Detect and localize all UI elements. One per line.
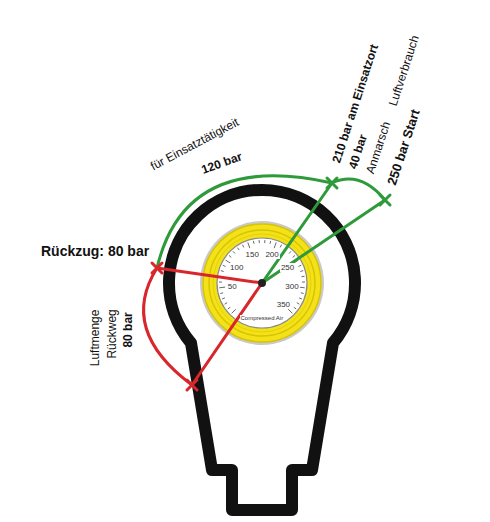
gauge-number: 200 xyxy=(264,250,279,259)
gauge-tick xyxy=(238,248,240,250)
arrival-line xyxy=(262,183,332,283)
gauge-tick xyxy=(219,282,222,283)
gauge-tick xyxy=(243,245,244,248)
gauge-tick xyxy=(225,303,228,305)
return-amount: 80 bar xyxy=(121,311,135,348)
gauge-number: 300 xyxy=(284,282,299,291)
gauge-tick xyxy=(280,245,281,248)
gauge-tick xyxy=(229,255,231,257)
gauge-tick xyxy=(297,303,300,305)
approach-arc xyxy=(332,179,385,200)
gauge-tick xyxy=(264,240,265,243)
gauge-tick xyxy=(299,298,302,299)
gauge-ticks xyxy=(219,240,305,313)
gauge-number: 100 xyxy=(229,263,244,272)
gauge-tick xyxy=(274,242,276,248)
consumption-note: Luftverbrauch xyxy=(386,33,422,109)
gauge-brand: Compressed Air xyxy=(240,315,285,322)
gauge-tick xyxy=(289,251,291,253)
gauge-tick xyxy=(270,241,272,244)
gauge-tick xyxy=(232,309,236,313)
gauge-face xyxy=(217,238,307,328)
start-marker xyxy=(380,195,390,205)
gauge-tick xyxy=(288,309,292,313)
gauge-tick xyxy=(248,242,250,248)
reserve-line xyxy=(192,283,262,385)
gauge-tick xyxy=(220,292,223,294)
gauge-tick xyxy=(294,307,296,309)
arrival-marker xyxy=(327,178,337,188)
gauge-tick xyxy=(302,276,305,277)
retreat-marker xyxy=(152,263,162,273)
gauge-tick xyxy=(302,282,305,283)
gauge-tick xyxy=(221,270,224,272)
gauge-number: 150 xyxy=(245,250,260,259)
gauge-bezel xyxy=(200,221,324,345)
gauge-number: 50 xyxy=(227,282,238,291)
reserve-marker xyxy=(187,380,197,390)
start-pressure: 250 bar Start xyxy=(385,107,424,188)
gauge-tick xyxy=(300,270,303,272)
gauge-tick xyxy=(253,241,255,244)
gauge-tick xyxy=(219,287,225,289)
gauge-tick xyxy=(222,298,225,299)
return-note: Luftmenge xyxy=(89,309,103,368)
gauge-tick xyxy=(299,287,305,289)
gauge-tick xyxy=(259,240,260,243)
retreat-pressure: Rückzug: 80 bar xyxy=(40,243,150,259)
gauge-tick xyxy=(223,265,226,266)
gauge-ring-line xyxy=(213,234,311,332)
work-arc xyxy=(157,176,332,268)
gauge-number: 250 xyxy=(280,263,295,272)
gauge-tick xyxy=(301,292,304,294)
return-arc xyxy=(144,268,192,385)
gauge-tick xyxy=(298,265,301,266)
gauge-tick xyxy=(228,307,230,309)
gauge-tick xyxy=(293,255,295,257)
retreat-line xyxy=(157,268,262,283)
start-line xyxy=(262,200,385,283)
return-note: Rückweg xyxy=(105,308,119,359)
gauge-tick xyxy=(233,251,235,253)
gauge-ring-line xyxy=(209,230,315,336)
gauge-ring xyxy=(203,224,321,342)
work-amount: 120 bar xyxy=(199,150,245,178)
gauge-hub xyxy=(258,279,266,287)
gauge-number: 350 xyxy=(276,300,291,309)
